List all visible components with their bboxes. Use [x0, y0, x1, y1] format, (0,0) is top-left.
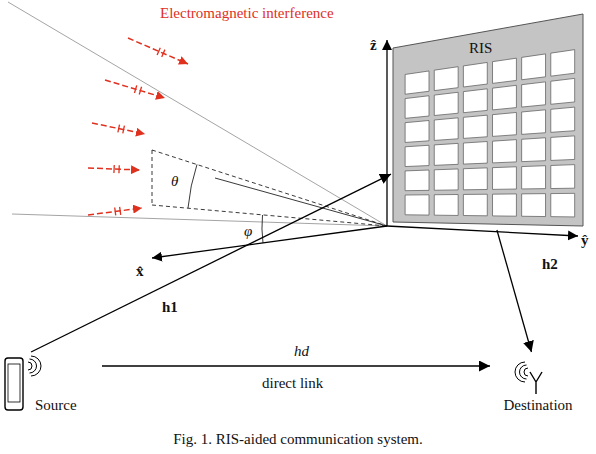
- channel-label: h1: [160, 298, 180, 316]
- angle-cone: [152, 150, 387, 243]
- axis-label: ẑ: [370, 36, 377, 54]
- ris-element: [522, 166, 546, 189]
- wave-tick: [157, 48, 160, 55]
- x-axis: [152, 226, 387, 258]
- ris-element: [405, 170, 429, 191]
- axis-label: ŷ: [581, 231, 589, 249]
- wave-tick: [118, 125, 120, 133]
- channel-label: hd: [292, 342, 311, 360]
- node-label: Source: [35, 396, 77, 414]
- dashed-line: [152, 205, 387, 226]
- node-label: RIS: [469, 39, 492, 57]
- signal-link: [102, 365, 490, 366]
- ris-element: [463, 89, 487, 113]
- ris-element: [434, 67, 458, 91]
- ris-element: [493, 140, 517, 163]
- ris-element: [434, 169, 458, 190]
- ris-element: [493, 194, 517, 216]
- signal-arc: [515, 362, 525, 382]
- phone-screen: [8, 364, 20, 402]
- ris-element: [434, 195, 458, 216]
- axes: [152, 40, 578, 258]
- ris-element: [463, 168, 487, 190]
- axis-label: x̂: [136, 262, 144, 280]
- interference-label: Electromagnetic interference: [160, 4, 334, 22]
- ris-element: [463, 142, 487, 165]
- ris-element: [405, 96, 429, 119]
- ris-board: [393, 14, 583, 226]
- gray-boundary-lines: [8, 2, 387, 226]
- ris-panel: RIS: [391, 10, 583, 230]
- signal-arc: [524, 368, 528, 376]
- ris-element: [551, 107, 575, 132]
- ris-element: [463, 62, 487, 87]
- phone-body: [5, 358, 23, 410]
- signal-arc: [28, 362, 32, 370]
- ris-element: [493, 167, 517, 190]
- signal-arc: [31, 356, 41, 376]
- interference-arrow: [88, 208, 142, 215]
- boundary-line: [12, 214, 387, 226]
- ris-element: [493, 85, 517, 110]
- signal-arc: [30, 359, 37, 373]
- ris-element: [522, 110, 546, 135]
- signal-link: [31, 174, 391, 352]
- angle-label: θ: [171, 172, 178, 190]
- ris-element: [405, 71, 429, 94]
- z-axis: [386, 40, 387, 226]
- wave-tick: [162, 50, 165, 57]
- ris-element: [493, 58, 517, 83]
- interference-arrow: [128, 38, 188, 64]
- ris-element: [493, 112, 517, 136]
- ris-element: [551, 50, 575, 77]
- wave-tick: [139, 87, 141, 95]
- figure-caption: Fig. 1. RIS-aided communication system.: [173, 430, 423, 448]
- ris-element: [551, 136, 575, 161]
- ris-element: [522, 194, 546, 217]
- wave-tick: [123, 126, 125, 134]
- source-device: Source: [2, 352, 102, 416]
- ris-element: [551, 165, 575, 189]
- antenna-mast: [530, 372, 542, 394]
- theta-arc: [188, 164, 197, 208]
- boundary-line: [8, 2, 387, 226]
- ris-element: [551, 78, 575, 104]
- interference-arrows: [88, 38, 188, 215]
- ris-element: [405, 120, 429, 142]
- phi-arc: [262, 215, 263, 243]
- dashed-line: [152, 150, 387, 226]
- ris-element: [434, 118, 458, 141]
- destination-antenna: Destination: [490, 352, 586, 416]
- ris-element: [522, 82, 546, 107]
- wave-tick: [134, 85, 136, 93]
- node-label: Destination: [503, 396, 572, 414]
- wave-tick: [118, 165, 120, 173]
- ris-element: [551, 193, 575, 217]
- dashed-line: [152, 150, 153, 205]
- channel-label: h2: [540, 255, 560, 273]
- ris-element: [434, 143, 458, 165]
- wave-tick: [113, 165, 115, 173]
- interference-arrow: [92, 123, 145, 134]
- interference-arrow: [105, 80, 165, 98]
- ris-element: [463, 194, 487, 216]
- ris-element: [522, 54, 546, 80]
- signal-link: [497, 230, 532, 352]
- signal-arc: [520, 365, 527, 379]
- ris-element: [405, 145, 429, 166]
- ris-element: [463, 115, 487, 138]
- y-axis: [387, 226, 578, 236]
- wave-tick: [115, 208, 116, 216]
- ris-element: [434, 92, 458, 115]
- ris-element: [522, 138, 546, 162]
- angle-label: φ: [244, 222, 252, 240]
- ris-element: [405, 195, 429, 215]
- link-label: direct link: [262, 374, 323, 392]
- wave-tick: [120, 207, 121, 215]
